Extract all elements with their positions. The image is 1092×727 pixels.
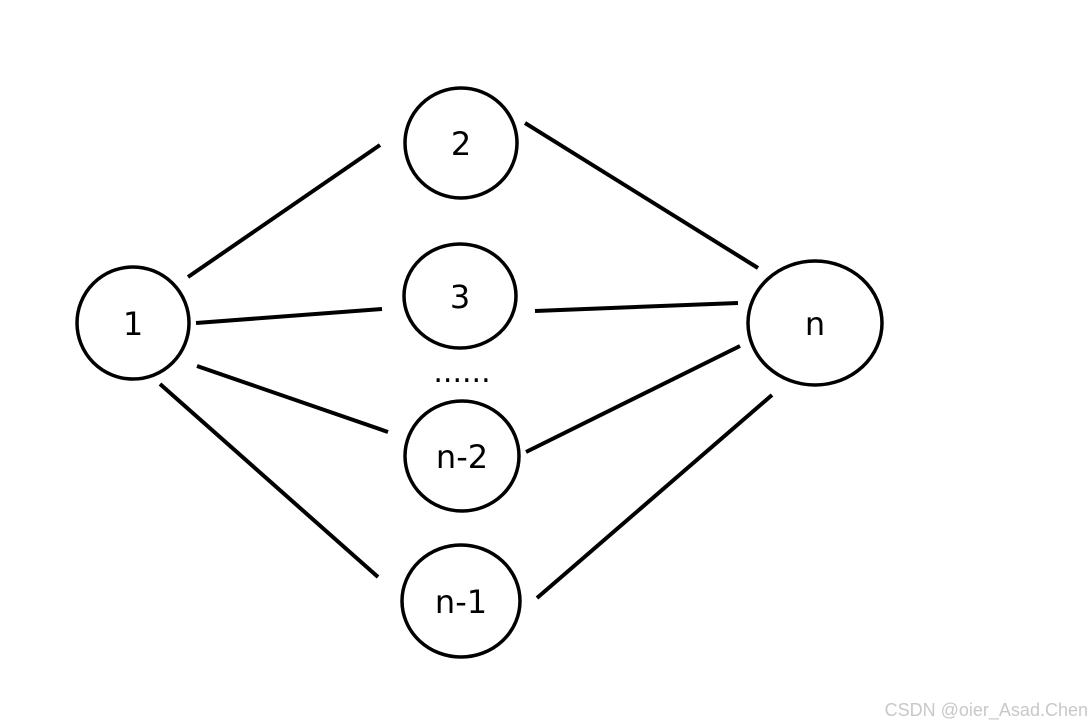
node-n: n [746, 259, 884, 387]
node-label: n-2 [436, 438, 488, 476]
node-n-1: n-1 [400, 543, 522, 659]
node-circle [403, 399, 521, 513]
edges-layer [158, 121, 774, 600]
node-1: 1 [75, 265, 191, 381]
edge-n-1-to-n [535, 393, 774, 600]
node-circle [403, 86, 519, 200]
edge-1-to-n-1 [158, 382, 380, 579]
node-2: 2 [403, 86, 519, 200]
ellipsis-text: ...... [433, 355, 490, 390]
node-label: n [805, 305, 825, 343]
node-n-2: n-2 [403, 399, 521, 513]
edge-1-to-2 [186, 143, 382, 279]
edge-2-to-n [523, 121, 760, 270]
watermark: CSDN @oier_Asad.Chen [884, 700, 1088, 720]
edge-1-to-n-2 [196, 364, 389, 434]
node-label: 2 [451, 125, 471, 163]
edge-1-to-3 [195, 307, 383, 325]
edge-n-2-to-n [525, 344, 741, 454]
node-3: 3 [402, 242, 518, 350]
edge-3-to-n [534, 301, 739, 313]
nodes-layer: 1 2 3 n-2 n-1 n [75, 86, 884, 659]
node-label: 1 [123, 305, 143, 343]
node-label: n-1 [435, 583, 487, 621]
node-circle [746, 259, 884, 387]
node-circle [402, 242, 518, 350]
node-circle [75, 265, 191, 381]
node-label: 3 [450, 278, 470, 316]
node-circle [400, 543, 522, 659]
